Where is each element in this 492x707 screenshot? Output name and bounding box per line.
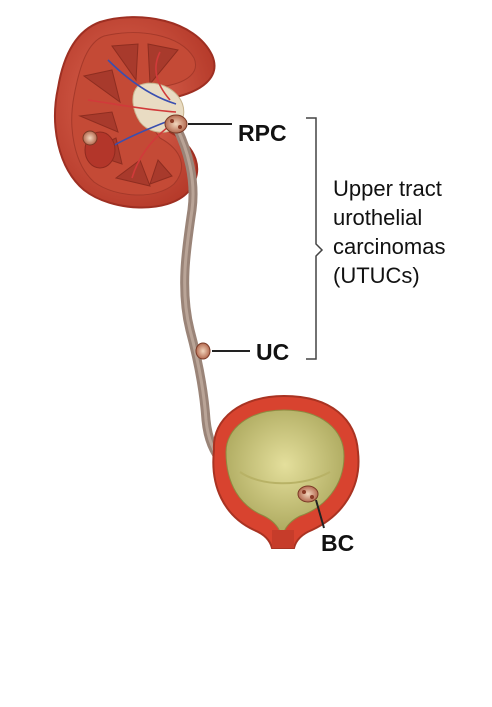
kidney-lesion — [83, 131, 97, 145]
bladder — [213, 396, 358, 548]
bc-tumor — [298, 486, 318, 502]
rpc-tumor — [165, 115, 187, 133]
rpc-label: RPC — [238, 122, 287, 145]
utuc-bracket — [306, 118, 322, 359]
uc-label: UC — [256, 341, 289, 364]
utuc-description: Upper tract urothelial carcinomas (UTUCs… — [333, 174, 445, 290]
bc-label: BC — [321, 532, 354, 555]
utuc-line-4: (UTUCs) — [333, 261, 445, 290]
bladder-neck — [272, 530, 294, 548]
utuc-line-1: Upper tract — [333, 174, 445, 203]
utuc-line-3: carcinomas — [333, 232, 445, 261]
uc-tumor — [196, 343, 210, 359]
utuc-line-2: urothelial — [333, 203, 445, 232]
